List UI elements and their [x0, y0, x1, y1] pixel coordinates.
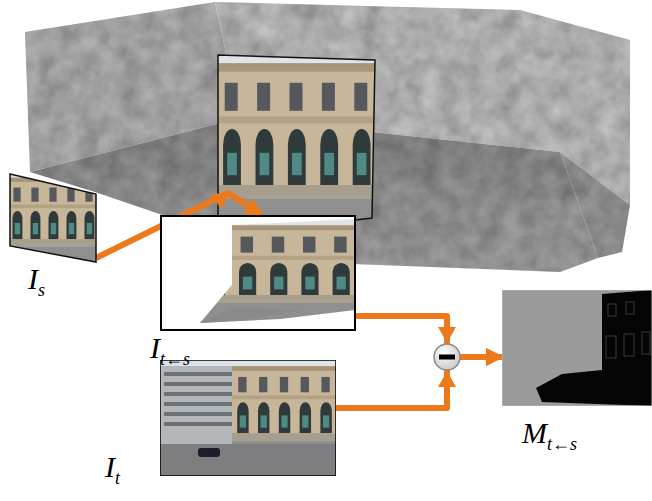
image-panel: Is	[8, 172, 98, 264]
image-label: It	[105, 452, 120, 487]
image-label: Is	[28, 264, 45, 299]
image-picture	[502, 290, 652, 406]
image-picture	[8, 172, 98, 264]
image-panel: It	[160, 360, 336, 476]
arrow-head	[438, 371, 456, 387]
image-label: Mt←s	[522, 418, 577, 453]
image-picture	[160, 215, 356, 331]
image-picture	[160, 360, 336, 476]
arrow-head	[211, 185, 235, 209]
subtract-symbol	[434, 344, 460, 370]
arrow-connector	[356, 316, 502, 357]
image-panel: It←s	[160, 215, 356, 331]
arrow-head	[438, 327, 456, 343]
image-label: It←s	[150, 333, 190, 368]
arrow-connector	[336, 357, 502, 408]
image-panel: Mt←s	[502, 290, 652, 406]
